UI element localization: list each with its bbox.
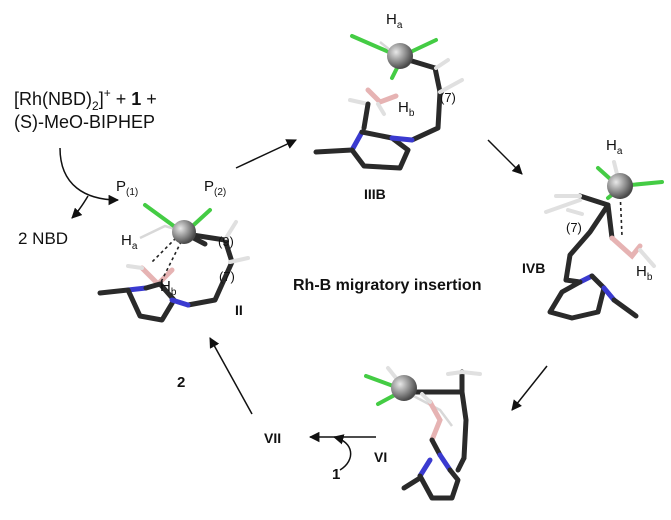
rhodium-atom-VI	[391, 375, 417, 401]
nbd-release-arrow	[71, 195, 89, 219]
arrow-VII-to-II	[209, 337, 253, 415]
II-hb: Hb	[160, 278, 177, 298]
rhodium-atom-II	[172, 220, 196, 244]
VI-label: VI	[374, 449, 387, 465]
structure-II: P(1) P(2) Ha Hb (9) (7) II	[97, 178, 250, 323]
IIIB-hb: Hb	[398, 99, 415, 119]
reagents-line-2: (S)-MeO-BIPHEP	[14, 112, 155, 132]
IVB-ha: Ha	[606, 137, 623, 157]
reagents-block: [Rh(NBD)2]+ + 1 + (S)-MeO-BIPHEP 2 NBD	[14, 86, 157, 248]
arrow-IIIB-to-IVB	[487, 139, 523, 175]
structure-VI: VI	[364, 366, 482, 501]
structure-IIIB: Ha Hb (7) IIIB	[313, 11, 464, 202]
reagents-line-1: [Rh(NBD)2]+ + 1 +	[14, 86, 157, 113]
entry-arrow	[59, 147, 120, 206]
II-p1: P(1)	[116, 178, 138, 198]
center-label: Rh-B migratory insertion	[293, 277, 481, 294]
II-p2: P(2)	[204, 178, 226, 198]
rhodium-atom-IVB	[607, 173, 633, 199]
step-2-label: 2	[177, 374, 185, 391]
substrate-entry-arrow	[332, 434, 352, 471]
IVB-c7: (7)	[566, 220, 582, 235]
arrow-II-to-IIIB	[235, 139, 297, 169]
II-ha: Ha	[121, 232, 138, 252]
rhodium-atom-IIIB	[387, 43, 413, 69]
step-1-label: 1	[332, 466, 340, 483]
VII-label: VII	[264, 430, 281, 446]
IIIB-c7: (7)	[440, 90, 456, 105]
II-c7: (7)	[219, 269, 235, 284]
byproduct-label: 2 NBD	[18, 229, 68, 248]
II-c9: (9)	[218, 234, 234, 249]
IVB-label: IVB	[522, 260, 545, 276]
II-label: II	[235, 302, 243, 318]
structure-IVB: Ha Hb (7) IVB	[522, 137, 664, 321]
arrow-IVB-to-VI	[511, 365, 548, 411]
IIIB-label: IIIB	[364, 186, 386, 202]
IIIB-ha: Ha	[386, 11, 403, 31]
IVB-hb: Hb	[636, 263, 653, 283]
